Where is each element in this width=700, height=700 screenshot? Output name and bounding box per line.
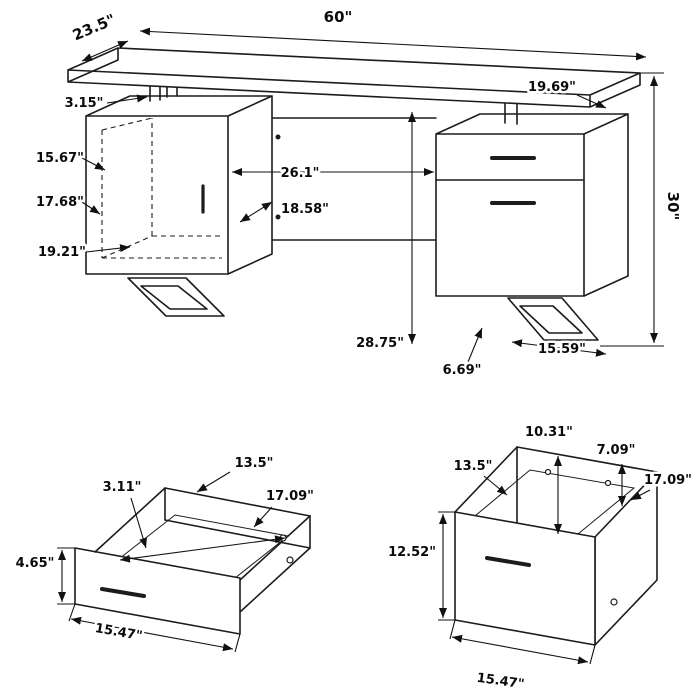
desktop-connector-posts (149, 81, 518, 125)
dim-line (81, 40, 129, 62)
screw-hole (604, 479, 612, 487)
leader-line (483, 475, 508, 496)
left-pedestal (85, 95, 273, 275)
dim-drawer-back-width: 13.5" (196, 454, 276, 493)
dim-line (70, 616, 234, 652)
box-front-panel (454, 511, 596, 646)
dim-label: 15.47" (476, 671, 526, 693)
dim-label: 4.65" (16, 556, 55, 571)
extension-lines (68, 603, 241, 653)
dim-knee-width: 26.1" (232, 164, 434, 184)
dim-label: 15.59" (538, 342, 586, 357)
dim-desktop-gap: 3.15" (62, 94, 148, 114)
dim-line (239, 201, 273, 223)
dim-box-inner-side-height: 7.09" (594, 441, 638, 506)
dim-label: 15.47" (94, 621, 144, 644)
cam-hole (275, 214, 281, 220)
dim-label: 12.52" (388, 545, 436, 560)
desktop-slab (67, 47, 641, 108)
dim-box-back-height: 10.31" (523, 423, 575, 534)
dim-label: 17.09" (266, 489, 314, 504)
dim-line (451, 634, 589, 665)
box-front-handle (485, 556, 531, 567)
dim-label: 6.69" (443, 363, 482, 378)
dim-label: 23.5" (70, 10, 118, 44)
dim-knee-depth: 18.58" (239, 200, 331, 223)
dim-line (511, 339, 607, 357)
dim-box-inner-diagonal: 17.09" (630, 471, 694, 501)
leader-line (130, 497, 147, 549)
screw-hole (544, 468, 552, 476)
dim-label: 3.15" (65, 96, 104, 111)
dim-box-front-height: 12.52" (386, 511, 455, 621)
cabinet-box-detail-view: 10.31" 7.09" 13.5" 17.09" 12.52" 15.47" (386, 423, 695, 695)
dim-label: 17.68" (36, 195, 84, 210)
dim-label: 13.5" (454, 459, 493, 474)
extension-lines (438, 511, 455, 621)
dim-label: 7.09" (597, 443, 636, 458)
box-left-rim (454, 446, 518, 513)
dim-label: 30" (664, 192, 682, 221)
drawer-front-handle (100, 587, 146, 598)
extension-lines (57, 547, 75, 605)
leader-line (253, 506, 273, 528)
dim-label: 60" (324, 8, 353, 26)
dim-label: 17.09" (644, 473, 692, 488)
leader-line (630, 489, 651, 501)
drawer-back-wall (164, 487, 311, 549)
dim-drawer-inner-height: 3.11" (100, 478, 147, 549)
dim-left-inner-width: 17.68" (34, 193, 101, 215)
dim-label: 19.21" (38, 245, 86, 260)
drawer-left-rim (94, 487, 166, 553)
leader-line (467, 327, 483, 363)
dim-underside-height: 28.75" (354, 112, 416, 354)
dim-top-width: 60" (139, 6, 647, 61)
extension-lines (600, 72, 664, 347)
cam-hole (275, 134, 281, 140)
leader-line (576, 94, 607, 109)
leader-line (106, 94, 148, 104)
dim-label: 15.67" (36, 151, 84, 166)
drawer-detail-view: 13.5" 3.11" 17.09" 4.65" 15.47" (13, 454, 316, 653)
dim-label: 10.31" (525, 425, 573, 440)
dim-drawer-front-height: 4.65" (13, 547, 75, 605)
leader-line (196, 471, 231, 493)
dim-box-top-width: 13.5" (451, 457, 508, 496)
leader-line (81, 157, 106, 171)
dim-leg-height: 6.69" (440, 327, 484, 381)
screw-hole (610, 598, 618, 606)
dim-label: 26.1" (281, 166, 320, 181)
dim-label: 28.75" (356, 336, 404, 351)
dim-overall-height: 30" (600, 72, 685, 347)
dim-drawer-inner-diagonal: 17.09" (119, 487, 316, 563)
left-leg-inner (140, 285, 208, 310)
right-leg-inner (519, 305, 583, 334)
desk-assembled-view: 60" 23.5" 3.15" 19.69" 15.67" 17.68" 19.… (34, 6, 685, 381)
leader-line (85, 244, 131, 253)
dim-label: 3.11" (103, 480, 142, 495)
extension-lines (449, 619, 596, 665)
dim-label: 18.58" (281, 202, 329, 217)
dim-label: 19.69" (528, 80, 576, 95)
leader-line (81, 201, 101, 215)
dim-right-top-depth: 19.69" (526, 78, 607, 109)
dim-leg-depth: 15.59" (511, 339, 607, 360)
dim-line (119, 535, 286, 563)
dim-left-inner-height: 15.67" (34, 149, 106, 171)
dim-line (139, 27, 647, 61)
box-right-side (594, 471, 658, 646)
screw-hole (286, 556, 294, 564)
dim-left-inner-diagonal: 19.21" (36, 243, 131, 263)
drawer-right-side (239, 515, 311, 613)
dim-label: 13.5" (235, 456, 274, 471)
